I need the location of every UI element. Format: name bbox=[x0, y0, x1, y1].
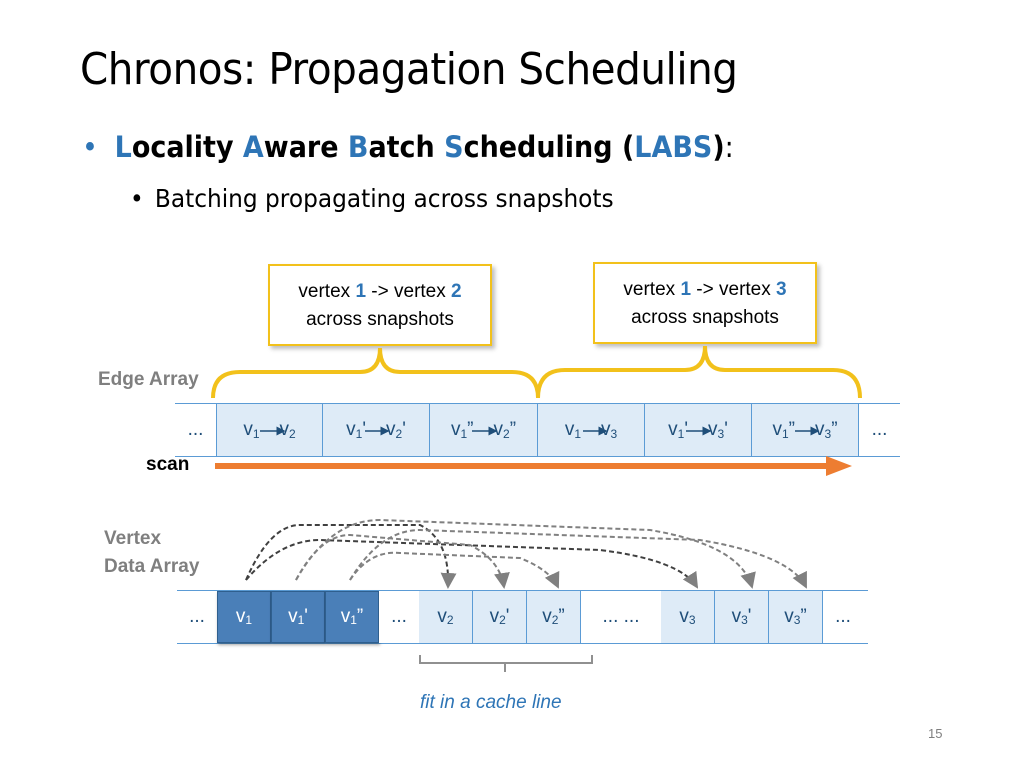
bullet-text: ware bbox=[263, 130, 348, 164]
slide-title: Chronos: Propagation Scheduling bbox=[80, 44, 738, 95]
bullet-text: ) bbox=[712, 130, 725, 164]
bullet-text: L bbox=[114, 130, 132, 164]
bullet-text: A bbox=[242, 130, 264, 164]
sub-bullet: • Batching propagating across snapshots bbox=[130, 184, 614, 213]
callout-text: vertex bbox=[623, 279, 681, 300]
vertex-label-line1: Vertex bbox=[104, 528, 162, 549]
vertex-ref: v1” bbox=[772, 419, 795, 441]
cache-line-caption: fit in a cache line bbox=[420, 692, 562, 713]
sub-bullet-text: Batching propagating across snapshots bbox=[154, 184, 614, 213]
page-number: 15 bbox=[928, 726, 943, 741]
vertex-ref: v1' bbox=[346, 419, 366, 441]
cache-line-bracket bbox=[419, 655, 593, 672]
callout-vertex: 3 bbox=[776, 279, 787, 300]
bullet-text: ocality bbox=[131, 130, 243, 164]
vertex-label-line2: Data Array bbox=[104, 556, 200, 577]
vertex-ellipsis: ... bbox=[823, 591, 863, 643]
edge-ellipsis: ... bbox=[859, 404, 900, 456]
callout-line1: vertex 1 -> vertex 3 bbox=[595, 276, 815, 304]
edge-cell: v1' v3' bbox=[645, 404, 752, 456]
brace-left bbox=[211, 347, 540, 399]
prop-arrow bbox=[349, 551, 560, 589]
callout-edge-1-3: vertex 1 -> vertex 3 across snapshots bbox=[593, 262, 817, 344]
callout-vertex: 1 bbox=[355, 281, 367, 302]
prop-arrow bbox=[349, 528, 807, 589]
vertex-ref: v2” bbox=[493, 419, 517, 441]
bullet-labs: • Locality Aware Batch Scheduling (LABS): bbox=[82, 130, 734, 164]
scan-label: scan bbox=[146, 454, 190, 475]
brace-right bbox=[536, 345, 862, 399]
prop-arrow bbox=[295, 533, 510, 589]
edge-ellipsis: ... bbox=[175, 404, 217, 456]
edge-array-label: Edge Array bbox=[98, 369, 199, 390]
prop-arrow bbox=[295, 518, 756, 589]
bullet-text: cheduling ( bbox=[463, 130, 635, 164]
callout-vertex: 1 bbox=[680, 279, 692, 300]
vertex-ref: v1 bbox=[564, 419, 581, 441]
edge-cell: v1” v3” bbox=[752, 404, 859, 456]
bullet-text: LABS bbox=[634, 130, 713, 164]
vertex-ref: v2' bbox=[386, 419, 406, 441]
prop-arrow bbox=[245, 538, 699, 589]
prop-arrow bbox=[245, 524, 457, 589]
bullet-text: S bbox=[444, 130, 464, 164]
bullet-text: B bbox=[347, 130, 369, 164]
bullet-dot: • bbox=[130, 184, 144, 213]
bullet-dot: • bbox=[82, 130, 98, 164]
vertex-ellipsis: ... bbox=[379, 591, 419, 643]
edge-cell: v1' v2' bbox=[323, 404, 430, 456]
vertex-ref: v1 bbox=[243, 419, 260, 441]
callout-text: vertex bbox=[298, 281, 356, 302]
callout-text: -> vertex bbox=[691, 279, 777, 300]
bullet-text: : bbox=[724, 130, 734, 164]
vertex-ellipsis: ... bbox=[177, 591, 217, 643]
vertex-ellipsis: ... ... bbox=[581, 591, 661, 643]
vertex-ref: v3' bbox=[708, 419, 728, 441]
vertex-array-label: Vertex Data Array bbox=[104, 525, 199, 581]
scan-arrowhead bbox=[826, 456, 852, 476]
callout-vertex: 2 bbox=[451, 281, 462, 302]
vertex-ref: v1' bbox=[668, 419, 688, 441]
edge-cell: v1” v2” bbox=[430, 404, 538, 456]
callout-edge-1-2: vertex 1 -> vertex 2 across snapshots bbox=[268, 264, 492, 346]
vertex-ref: v3” bbox=[815, 419, 838, 441]
callout-line2: across snapshots bbox=[631, 307, 779, 328]
callout-text: -> vertex bbox=[366, 281, 452, 302]
callout-line1: vertex 1 -> vertex 2 bbox=[270, 278, 490, 306]
bullet-text: atch bbox=[368, 130, 445, 164]
callout-line2: across snapshots bbox=[306, 309, 454, 330]
vertex-ref: v1” bbox=[450, 419, 474, 441]
